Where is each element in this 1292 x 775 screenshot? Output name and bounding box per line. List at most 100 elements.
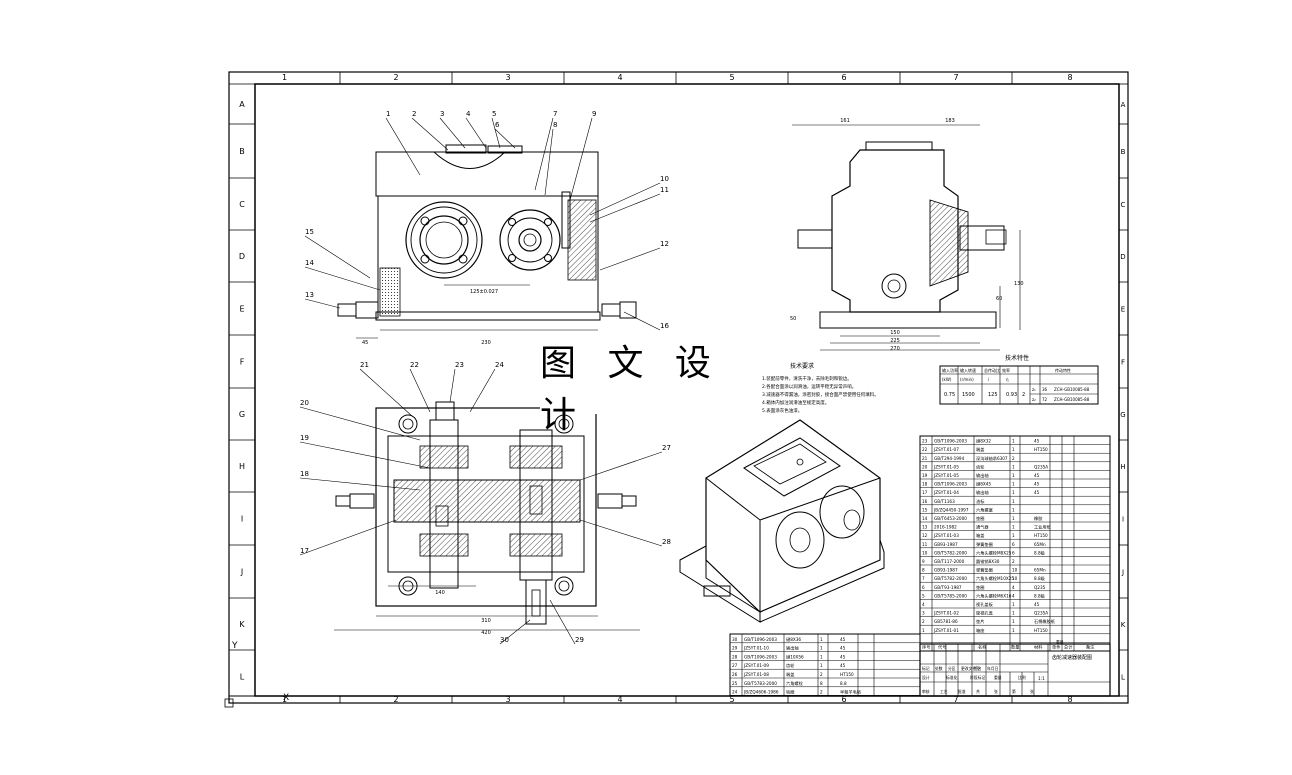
part-callout: 12: [660, 240, 669, 248]
part-callout: 29: [575, 636, 584, 644]
part-callout: 6: [495, 121, 500, 129]
bom-quantity: 4: [1012, 593, 1015, 598]
leader-line: [411, 117, 449, 151]
leader-line: [299, 519, 397, 556]
output-shaft-end: [525, 579, 547, 625]
bom-part-name: 六角头螺栓M6X16: [976, 592, 1012, 599]
bom-part-name: 毡圈: [786, 689, 794, 696]
bom-part-code: JZSYT.01-09: [743, 663, 769, 668]
iso-drain-plug: [703, 585, 731, 597]
side-sight-glass-inner: [887, 279, 901, 293]
bom-material: 8.8级: [1034, 592, 1046, 599]
output-keyway: [531, 589, 541, 617]
part-callout: 16: [660, 322, 669, 330]
bom-part-code: GB5781-86: [934, 619, 958, 624]
column-number: 6: [841, 695, 846, 704]
bom-item-number: 15: [922, 507, 928, 512]
leader-line: [579, 519, 663, 547]
bom-header: 代号: [938, 643, 946, 650]
leader-line: [579, 451, 663, 481]
bom-part-code: GB/T6453-2000: [934, 516, 967, 521]
part-callout: 15: [305, 228, 314, 236]
title-label: 审核: [922, 689, 930, 694]
gear-pair-section: [393, 479, 581, 523]
bom-material: 8.8级: [1034, 575, 1046, 582]
row-letter: F: [1121, 359, 1125, 367]
ucs-y-label: Y: [231, 641, 238, 651]
dim-overall: 420: [481, 630, 491, 636]
row-letter: D: [1120, 253, 1125, 261]
bom-item-number: 24: [732, 690, 738, 695]
title-label: 处数: [935, 666, 943, 671]
bom-part-code: 2016-1982: [934, 525, 957, 530]
plug-right: [601, 303, 621, 317]
bom-material: 45: [1034, 490, 1040, 495]
bom-material: 45: [1034, 602, 1040, 607]
iso-bearing-cap-1: [775, 511, 825, 569]
bom-item-number: 11: [922, 542, 928, 547]
iso-base-left: [679, 545, 761, 623]
bom-part-code: JZSYT.01-04: [933, 490, 959, 495]
flange-hole: [558, 418, 570, 430]
iso-bearing-cap-2: [819, 485, 865, 539]
flange-hole-outer: [554, 414, 574, 434]
bom-part-code: JZSYT.01-05: [933, 473, 959, 478]
iso-cover: [743, 437, 841, 497]
part-callout: 20: [300, 399, 309, 407]
bom-header: 单件: [1052, 643, 1060, 650]
bom-quantity: 1: [1012, 619, 1015, 624]
bom-part-code: JZSYT.01-01: [933, 628, 959, 633]
bom-header: 总计: [1064, 643, 1072, 650]
row-letter: G: [1120, 411, 1125, 419]
dim-base-outer: 270: [890, 346, 900, 352]
row-letter: K: [239, 620, 245, 629]
bom-quantity: 8: [820, 681, 823, 686]
part-callout: 21: [360, 361, 369, 369]
part-callout: 3: [440, 110, 444, 118]
row-letter: B: [239, 147, 245, 156]
bom-part-name: 齿轮: [786, 662, 795, 669]
flange-hole: [558, 580, 570, 592]
leader-line: [299, 406, 421, 441]
plug-right-body: [619, 301, 637, 319]
bom-quantity: 1: [1012, 516, 1015, 521]
column-number: 8: [1067, 695, 1072, 704]
bom-quantity: 10: [1012, 568, 1018, 573]
bom-part-code: GB/T1096-2003: [744, 654, 777, 659]
leader-line: [449, 368, 456, 403]
dim-base-mid: 225: [890, 338, 900, 344]
bom-material: 8.8级: [1034, 549, 1046, 556]
row-letter: J: [240, 568, 243, 577]
drain-plug-left: [337, 303, 357, 317]
bom-part-name: 弹簧垫圈: [976, 567, 993, 574]
bom-part-code: JZSYT.01-02: [933, 611, 959, 616]
tech-requirement-line: 4.箱体内加注润滑油至规定高度。: [762, 399, 829, 406]
iso-edge: [705, 477, 881, 521]
bom-quantity: 1: [820, 646, 823, 651]
column-number: 2: [393, 73, 398, 82]
bom-part-name: 端盖: [786, 671, 794, 678]
row-letter: L: [240, 673, 245, 682]
bom-part-name: 齿轮: [976, 463, 985, 470]
title-block-outline: [919, 643, 1111, 697]
title-label: 张: [994, 689, 998, 694]
bom-item-number: 19: [922, 473, 928, 478]
bom-quantity: 6: [1012, 550, 1015, 555]
part-callout: 27: [662, 444, 671, 452]
scale-value: 1:1: [1038, 676, 1045, 681]
bom-quantity: 1: [820, 637, 823, 642]
input-keyway: [435, 505, 449, 527]
iso-bore-1: [789, 527, 811, 553]
leader-line: [589, 182, 661, 216]
title-label: 标准化: [946, 675, 958, 680]
bom-item-number: 18: [922, 482, 928, 487]
title-label: 签名: [974, 666, 982, 671]
bom-table: [919, 435, 1111, 652]
leader-line: [439, 117, 466, 149]
title-label: 共: [976, 689, 980, 694]
bom-quantity: 1: [1012, 490, 1015, 495]
gear-tooth-label: z₂: [1032, 397, 1036, 402]
bom-part-code: GB/T5782-2000: [934, 550, 967, 555]
